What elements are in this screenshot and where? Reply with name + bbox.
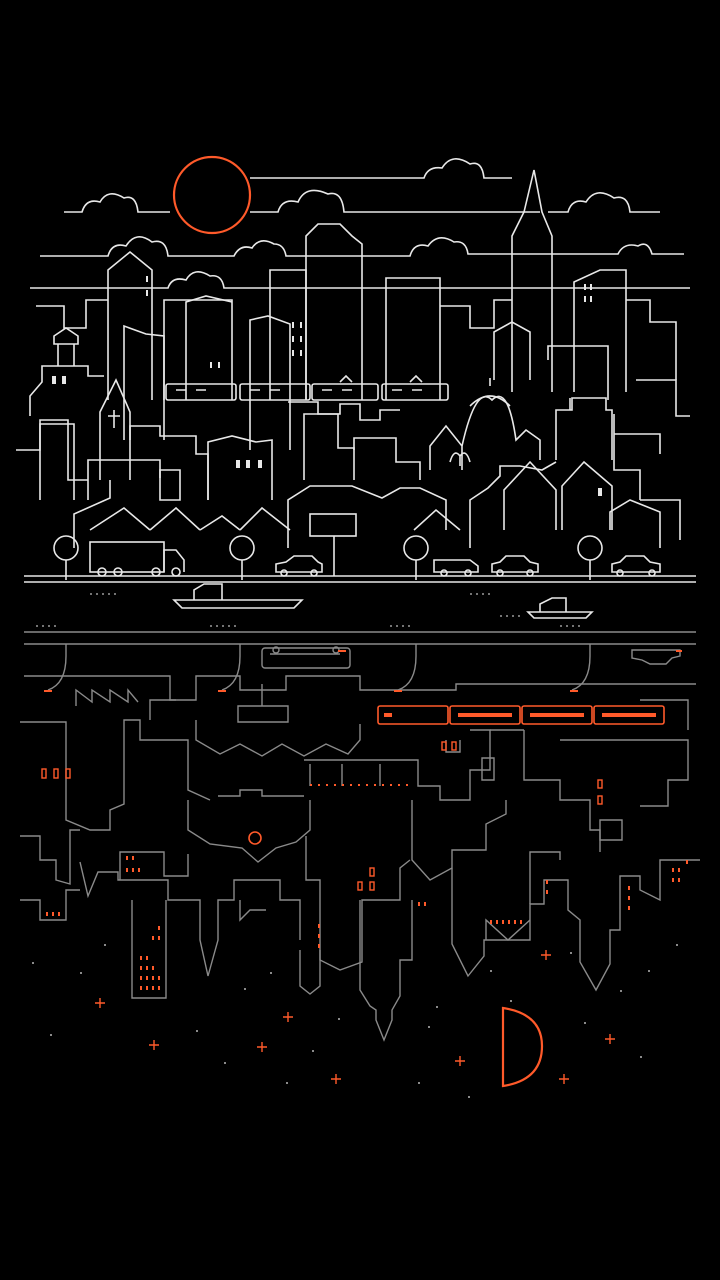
boat-icon — [172, 583, 594, 619]
tram-icon — [165, 374, 449, 401]
tiny-stars — [32, 944, 678, 1098]
day-windows — [52, 276, 602, 496]
sky-lines — [30, 158, 690, 289]
car-icon — [275, 555, 661, 577]
road-line — [24, 575, 696, 583]
billboard-icon — [309, 513, 357, 576]
mid-buildings — [39, 395, 613, 500]
fountain-icon — [449, 452, 471, 466]
day-city — [16, 158, 696, 627]
sun-icon — [172, 155, 252, 235]
lamp-icon — [44, 650, 682, 692]
water-tower-icon — [53, 327, 79, 366]
star-icon — [95, 950, 615, 1084]
sun-reflection-icon — [248, 831, 262, 845]
water-marks — [36, 593, 580, 627]
night-window-dots — [46, 784, 688, 990]
train-icon — [377, 705, 665, 725]
moon-icon — [501, 1006, 544, 1088]
bus-icon — [261, 646, 351, 669]
dome-icon — [469, 378, 511, 407]
night-city — [20, 631, 700, 1042]
lower-houses — [73, 460, 681, 548]
billboard-icon — [237, 684, 289, 723]
train-windows — [384, 713, 656, 717]
night-windows — [41, 741, 603, 891]
cross-icon — [108, 410, 120, 428]
